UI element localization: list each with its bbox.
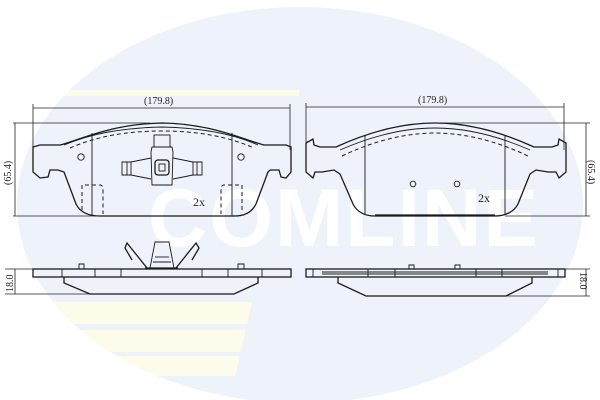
right-pad-side-view: 18.0 (305, 264, 590, 297)
left-width-dimension: (179.8) (144, 96, 173, 107)
sensor-clip-side-icon (124, 241, 200, 269)
right-quantity-label: 2x (478, 191, 490, 205)
comline-logo-watermark: COMLINE (17, 7, 583, 400)
left-pad-front-view: (179.8) (65.4) 2x (3, 96, 292, 217)
right-thickness-dimension: 18.0 (577, 272, 588, 290)
wear-sensor-clip-icon (121, 134, 203, 186)
left-pad-side-view: 18.0 (5, 241, 292, 295)
left-height-dimension: (65.4) (3, 161, 14, 185)
right-width-dimension: (179.8) (418, 95, 447, 106)
left-thickness-dimension: 18.0 (5, 275, 16, 293)
right-pad-front-view: (179.8) (65.4) 2x (305, 95, 596, 217)
left-quantity-label: 2x (193, 195, 205, 209)
right-height-dimension: (65.4) (585, 160, 596, 184)
watermark-text: COMLINE (148, 173, 540, 264)
